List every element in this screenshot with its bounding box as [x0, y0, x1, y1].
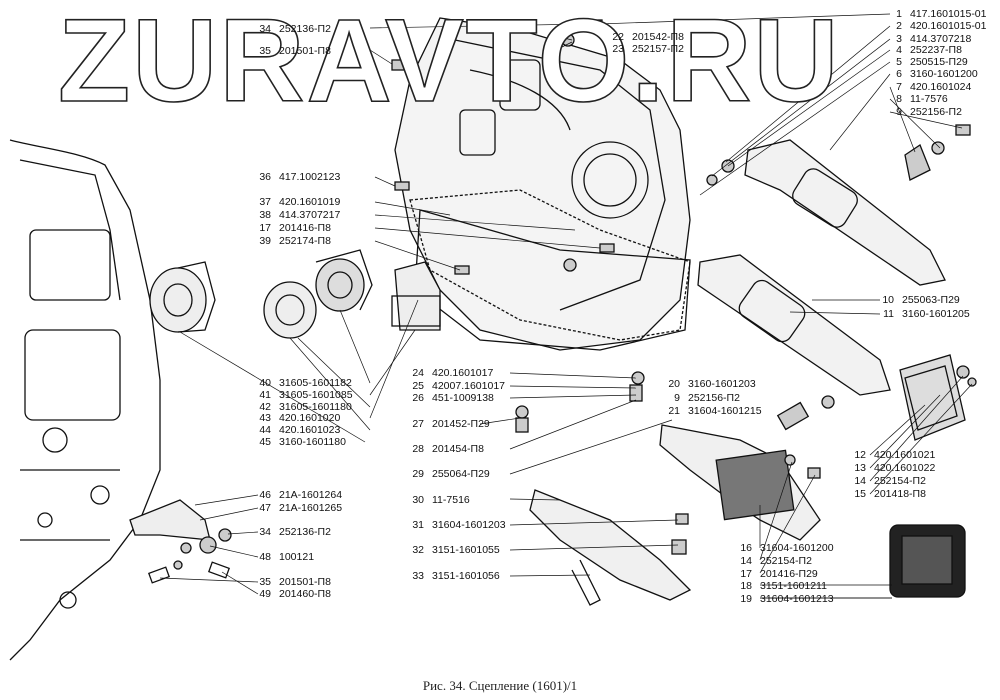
cover-plate-drawings	[889, 354, 966, 598]
leader-lines	[159, 13, 973, 599]
linkage-drawing	[129, 499, 231, 584]
watermark-logo: ZURAVTO.RU	[57, 0, 841, 127]
lower-fork-drawings	[529, 424, 821, 606]
figure-caption: Рис. 34. Сцепление (1601)/1	[422, 678, 578, 693]
release-bearing-drawings	[149, 249, 373, 339]
clutch-fork-drawings	[697, 139, 946, 396]
engine-block-drawing	[9, 139, 161, 661]
fastener-drawings	[173, 19, 977, 570]
bracket-drawing	[391, 261, 441, 331]
gasket-drawing	[409, 189, 691, 341]
